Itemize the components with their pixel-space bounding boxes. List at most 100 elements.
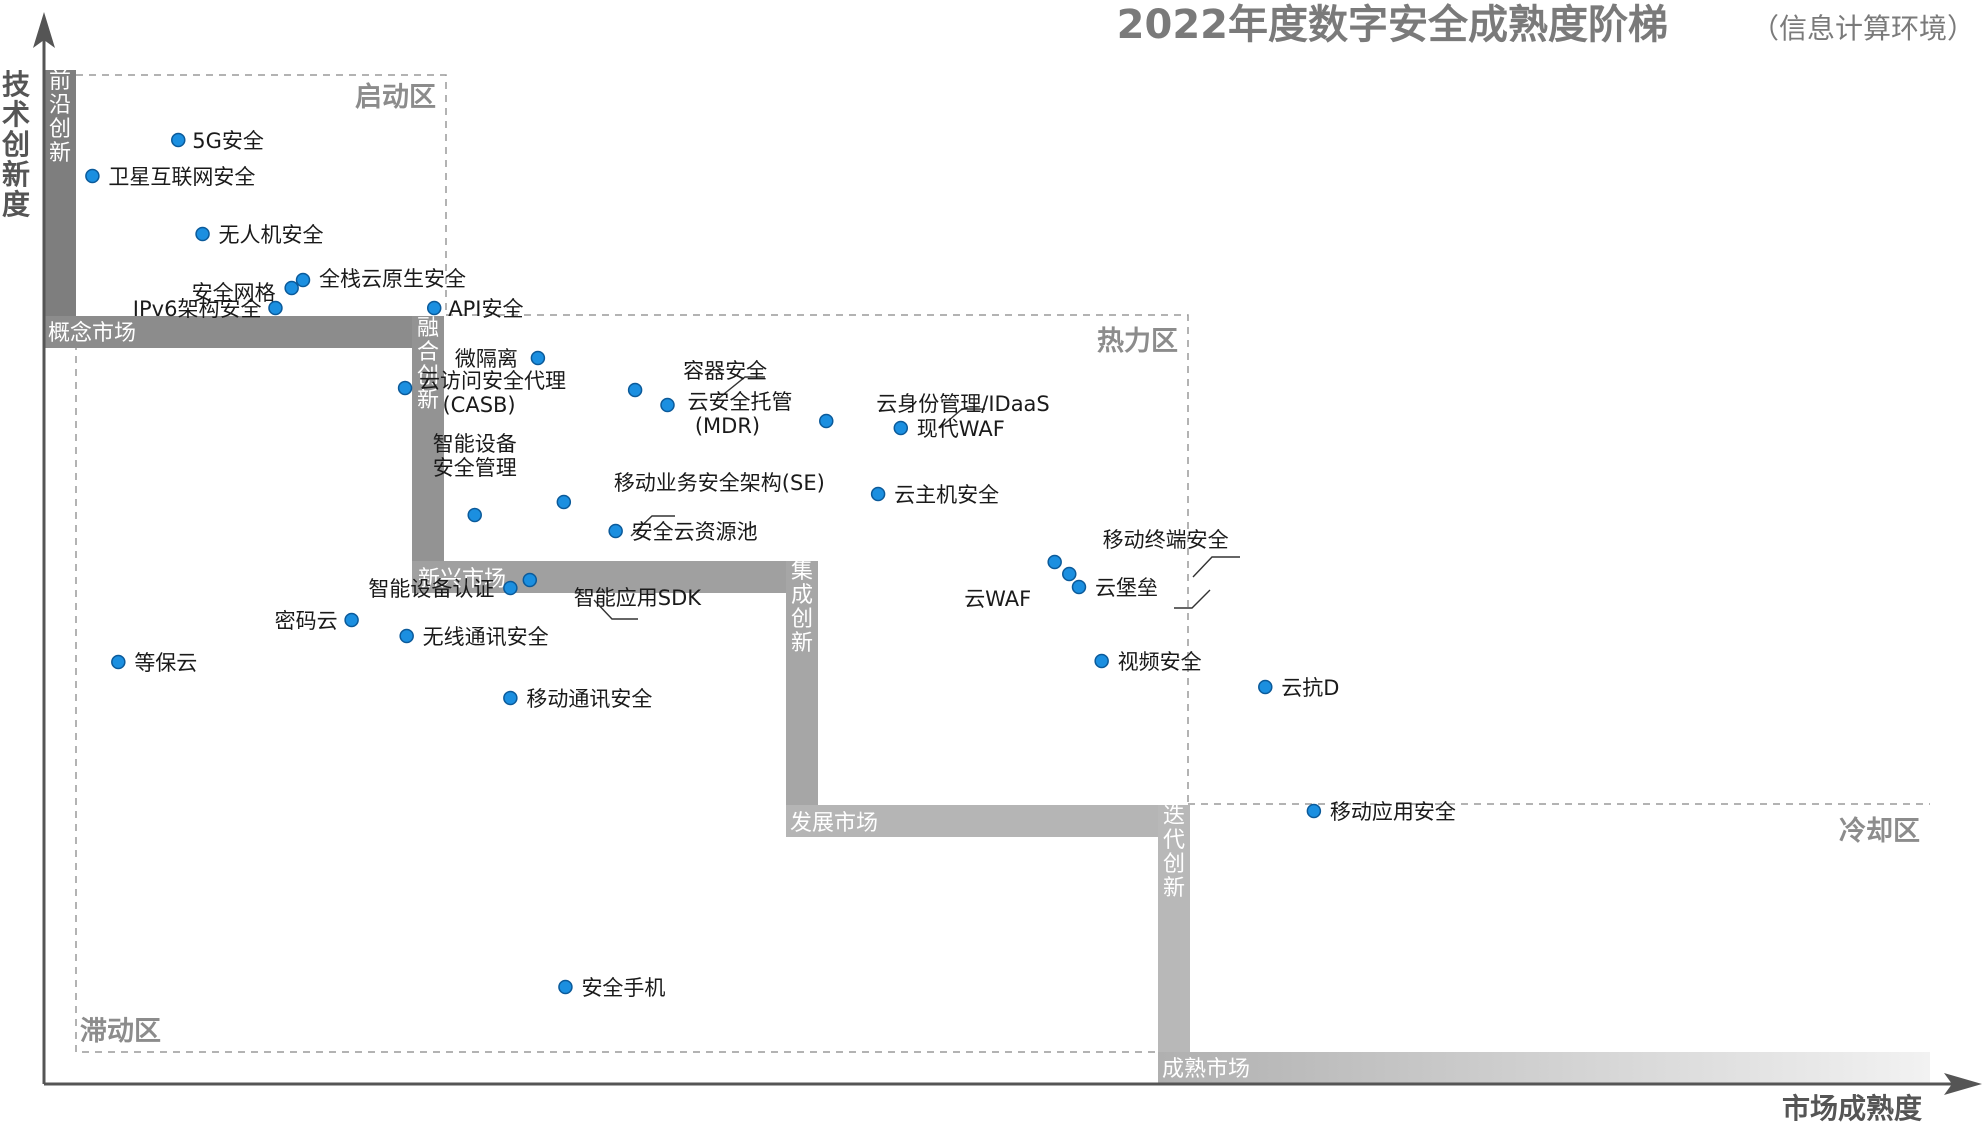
- innovation-label-char: 创: [1163, 852, 1185, 877]
- innovation-label-char: 新: [417, 388, 439, 413]
- innovation-label-char: 新: [49, 141, 71, 166]
- data-point: [344, 612, 359, 628]
- hot-zone-border: [446, 314, 1189, 804]
- data-label: 移动业务安全架构(SE): [614, 471, 825, 495]
- innovation-label-char: 创: [49, 117, 71, 142]
- data-point: [111, 654, 126, 670]
- innovation-label-char: 沿: [49, 93, 71, 118]
- data-label: (MDR): [695, 414, 760, 438]
- innovation-label-char: 融: [417, 316, 439, 341]
- startup-zone-border: [76, 74, 447, 315]
- data-label: 安全网格: [192, 281, 276, 305]
- innovation-label-char: 代: [1163, 828, 1185, 853]
- data-label: 全栈云原生安全: [319, 267, 466, 291]
- zone-label: 滞动区: [80, 1016, 161, 1047]
- innovation-label-char: 迭: [1163, 804, 1185, 829]
- leader-line: [718, 376, 765, 399]
- data-point: [556, 494, 572, 510]
- stagnant-zone-border: [75, 330, 1160, 1053]
- stage-label: 新兴市场: [418, 567, 506, 592]
- data-label: 卫星互联网安全: [108, 165, 255, 189]
- innovation-label-char: 新: [791, 631, 813, 656]
- data-point: [870, 486, 886, 502]
- data-point: [819, 413, 834, 429]
- data-label: 云WAF: [964, 587, 1031, 611]
- zone-borders: [75, 74, 1930, 1053]
- data-label: 密码云: [275, 609, 338, 633]
- y-axis-label-char: 度: [2, 188, 30, 221]
- leader-line: [939, 408, 985, 429]
- chart-title: 2022年度数字安全成熟度阶梯: [1117, 2, 1668, 48]
- data-point: [426, 300, 442, 316]
- innovation-label-char: 创: [791, 607, 813, 632]
- data-point: [558, 979, 573, 995]
- data-label: 云身份管理/IDaaS: [876, 392, 1050, 416]
- leader-line: [1174, 589, 1211, 609]
- x-axis-label: 市场成熟度: [1782, 1092, 1922, 1125]
- data-label: 微隔离: [455, 347, 518, 371]
- data-point: [503, 580, 518, 596]
- y-axis-arrow: [33, 12, 55, 48]
- data-point: [171, 132, 186, 148]
- data-point: [1306, 803, 1322, 819]
- axes: [33, 12, 1982, 1095]
- y-axis-label-char: 术: [2, 98, 30, 131]
- data-label: 移动应用安全: [1330, 800, 1456, 824]
- innovation-label-char: 成: [791, 583, 813, 608]
- leader-line: [1192, 556, 1240, 578]
- data-label: 智能设备认证: [368, 577, 494, 601]
- y-axis-label-char: 技: [2, 68, 30, 101]
- step-emerging-market-bar: [412, 561, 818, 593]
- innovation-label-char: 创: [417, 364, 439, 389]
- data-point: [893, 420, 909, 436]
- step-developing-market-bar: [786, 805, 1190, 837]
- y-axis-label-char: 新: [2, 158, 30, 191]
- data-point: [503, 690, 518, 706]
- y-axis-label-char: 创: [1, 128, 30, 161]
- data-marks: [85, 132, 1322, 995]
- zone-label: 热力区: [1097, 326, 1178, 357]
- step-integration-vertical: [786, 561, 818, 837]
- data-label: 安全手机: [581, 976, 665, 1000]
- data-point: [1094, 653, 1109, 669]
- data-label: 等保云: [134, 651, 197, 675]
- data-point: [397, 380, 413, 396]
- data-label: API安全: [448, 297, 523, 321]
- zone-label: 启动区: [355, 82, 436, 113]
- data-point: [1258, 679, 1273, 695]
- data-point: [1047, 554, 1062, 570]
- step-iterative-vertical: [1158, 805, 1190, 1069]
- innovation-label-char: 前: [49, 69, 71, 94]
- data-label: 容器安全: [683, 359, 767, 383]
- data-label: 移动通讯安全: [526, 687, 652, 711]
- data-label: 现代WAF: [917, 417, 1005, 441]
- leader-line: [630, 515, 675, 537]
- data-point: [522, 572, 538, 588]
- data-label: 视频安全: [1118, 650, 1202, 674]
- data-label: 智能应用SDK: [574, 586, 703, 610]
- data-point: [1062, 566, 1077, 582]
- zone-label: 冷却区: [1839, 816, 1920, 847]
- leader-line: [593, 599, 638, 620]
- maturity-staircase: [44, 70, 1930, 1084]
- data-point: [660, 397, 675, 413]
- data-point: [399, 628, 414, 644]
- data-label: 云主机安全: [894, 483, 999, 507]
- data-point: [530, 350, 546, 366]
- data-point: [627, 382, 643, 398]
- data-label: 云堡垒: [1095, 576, 1158, 600]
- data-label: 云安全托管: [688, 390, 793, 414]
- data-point: [1071, 579, 1087, 595]
- data-point: [268, 300, 283, 316]
- data-point: [85, 168, 100, 184]
- innovation-label-char: 合: [417, 340, 439, 365]
- data-label: 5G安全: [192, 129, 264, 153]
- data-label: (CASB): [442, 393, 515, 417]
- data-label: 安全管理: [433, 456, 517, 480]
- data-point: [295, 272, 311, 288]
- data-label: 无人机安全: [219, 223, 324, 247]
